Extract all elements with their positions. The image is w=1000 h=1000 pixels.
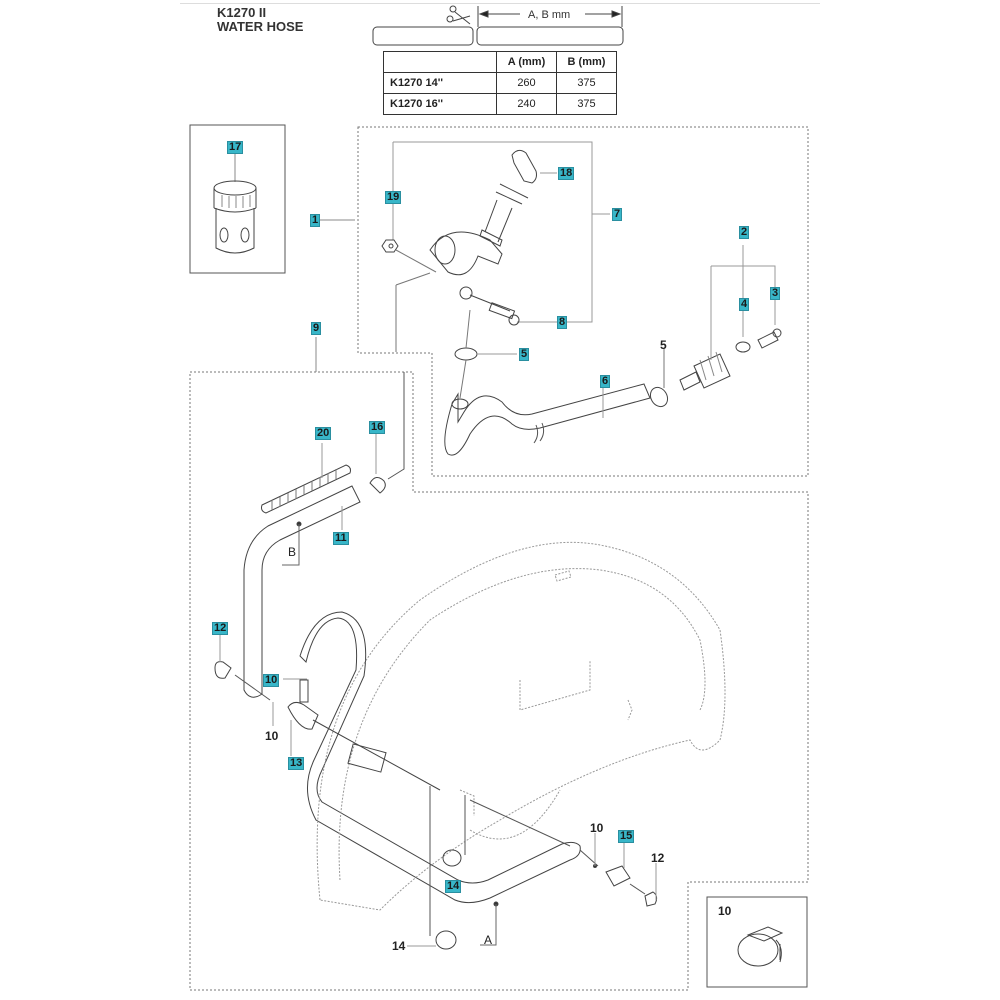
- callout-14[interactable]: 14: [445, 880, 462, 893]
- spring-20: [261, 443, 351, 514]
- callout-16[interactable]: 16: [369, 421, 386, 434]
- callout-15[interactable]: 15: [618, 830, 635, 843]
- upper-hose-6: [444, 309, 651, 456]
- table-row: K1270 16'' 240 375: [383, 93, 617, 115]
- row-b: 375: [556, 72, 617, 94]
- clamp-16: [369, 372, 405, 494]
- scissors-icon: [446, 5, 471, 25]
- part-17-coupling: [213, 152, 257, 254]
- dimension-B-label: B: [288, 545, 297, 559]
- callout-9[interactable]: 9: [311, 322, 322, 335]
- row-a: 260: [496, 72, 557, 94]
- dimension-table: A (mm) B (mm) K1270 14'' 260 375 K1270 1…: [383, 51, 617, 115]
- callout-2[interactable]: 2: [739, 226, 750, 239]
- table-header-model: [383, 51, 497, 73]
- callout-17[interactable]: 17: [227, 141, 244, 154]
- callout-13[interactable]: 13: [288, 757, 305, 770]
- left-fittings: [214, 634, 319, 756]
- callout-11[interactable]: 11: [333, 532, 349, 545]
- diagram-title: K1270 II WATER HOSE: [217, 6, 303, 34]
- table-header-row: A (mm) B (mm): [383, 51, 617, 73]
- fitting-assembly-2: [649, 245, 782, 408]
- callout-7[interactable]: 7: [612, 208, 623, 221]
- bracket-and-plugs: [312, 719, 599, 950]
- group-1-boundary: [357, 126, 809, 477]
- callout-5-plain[interactable]: 5: [660, 338, 667, 352]
- part-10-box: [706, 896, 808, 988]
- row-model: K1270 14'': [383, 72, 497, 94]
- callout-10-plain[interactable]: 10: [265, 729, 279, 743]
- hose-A: [299, 611, 581, 946]
- section-name: WATER HOSE: [217, 19, 304, 34]
- callout-5[interactable]: 5: [519, 348, 530, 361]
- callout-12[interactable]: 12: [212, 622, 229, 635]
- callout-20[interactable]: 20: [315, 427, 332, 440]
- callout-14-plain[interactable]: 14: [392, 939, 406, 953]
- group-9-boundary: [189, 371, 809, 991]
- callout-1[interactable]: 1: [310, 214, 321, 227]
- page-top-rule: [180, 3, 820, 4]
- part-10-clamp: [737, 926, 784, 967]
- water-valve-assembly: [381, 149, 537, 352]
- table-row: K1270 14'' 260 375: [383, 72, 617, 94]
- callout-18[interactable]: 18: [558, 167, 575, 180]
- hose-11: [243, 485, 361, 698]
- blade-guard: [316, 541, 726, 911]
- right-fittings: [593, 833, 658, 907]
- callout-10-plain-right[interactable]: 10: [590, 821, 604, 835]
- callout-6[interactable]: 6: [600, 375, 611, 388]
- clamp-box-label: 10: [718, 904, 732, 918]
- table-header-a: A (mm): [496, 51, 557, 73]
- row-a: 240: [496, 93, 557, 115]
- callout-3[interactable]: 3: [770, 287, 781, 300]
- callout-19[interactable]: 19: [385, 191, 402, 204]
- callout-4[interactable]: 4: [739, 298, 750, 311]
- model-name: K1270 II: [217, 5, 267, 20]
- callout-12-plain[interactable]: 12: [651, 851, 665, 865]
- part-17-box: [189, 124, 286, 274]
- dimension-A-label: A: [484, 933, 493, 947]
- callout-10[interactable]: 10: [263, 674, 280, 687]
- row-b: 375: [556, 93, 617, 115]
- row-model: K1270 16'': [383, 93, 497, 115]
- dimension-caption: A, B mm: [528, 9, 570, 21]
- table-header-b: B (mm): [556, 51, 617, 73]
- callout-8[interactable]: 8: [557, 316, 568, 329]
- hose-cut-illustration: [372, 5, 624, 46]
